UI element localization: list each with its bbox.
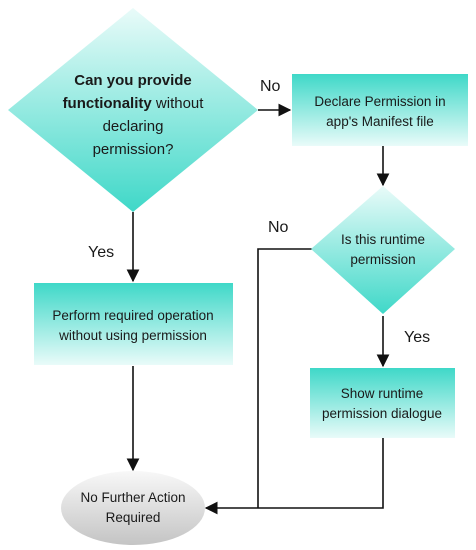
- dialog-line-1: Show runtime: [341, 386, 424, 401]
- process-box: [292, 74, 468, 146]
- decision-line-1: Can you provide: [74, 72, 192, 89]
- process-show-dialog: Show runtime permission dialogue: [310, 368, 455, 438]
- edge-label-main-no: No: [260, 78, 281, 95]
- diamond-shape: [311, 186, 455, 314]
- decision-line-3: declaring: [103, 118, 164, 135]
- decision-line-2: functionality without: [63, 95, 205, 112]
- diamond-shape: [8, 8, 258, 212]
- terminal-no-further-action: No Further Action Required: [61, 471, 205, 545]
- terminal-line-1: No Further Action: [80, 490, 185, 505]
- process-perform-operation: Perform required operation without using…: [34, 283, 233, 365]
- declare-line-1: Declare Permission in: [314, 94, 445, 109]
- edge-label-main-yes: Yes: [88, 244, 114, 261]
- terminal-shape: [61, 471, 205, 545]
- terminal-line-2: Required: [106, 510, 161, 525]
- runtime-line-1: Is this runtime: [341, 232, 425, 247]
- process-box: [34, 283, 233, 365]
- decision-provide-functionality: Can you provide functionality without de…: [8, 8, 258, 212]
- edge-dialog-to-end: [204, 438, 384, 515]
- edge-label-runtime-yes: Yes: [404, 329, 430, 346]
- process-declare-permission: Declare Permission in app's Manifest fil…: [292, 74, 468, 146]
- declare-line-2: app's Manifest file: [326, 114, 434, 129]
- edge-runtime-no-to-end: [257, 248, 312, 508]
- perform-line-2: without using permission: [58, 328, 207, 343]
- decision-runtime-permission: Is this runtime permission: [311, 186, 455, 314]
- connectors: [126, 103, 390, 515]
- process-box: [310, 368, 455, 438]
- decision-line-4: permission?: [93, 141, 174, 158]
- perform-line-1: Perform required operation: [52, 308, 213, 323]
- edge-label-runtime-no: No: [268, 219, 289, 236]
- dialog-line-2: permission dialogue: [322, 406, 442, 421]
- runtime-line-2: permission: [350, 252, 415, 267]
